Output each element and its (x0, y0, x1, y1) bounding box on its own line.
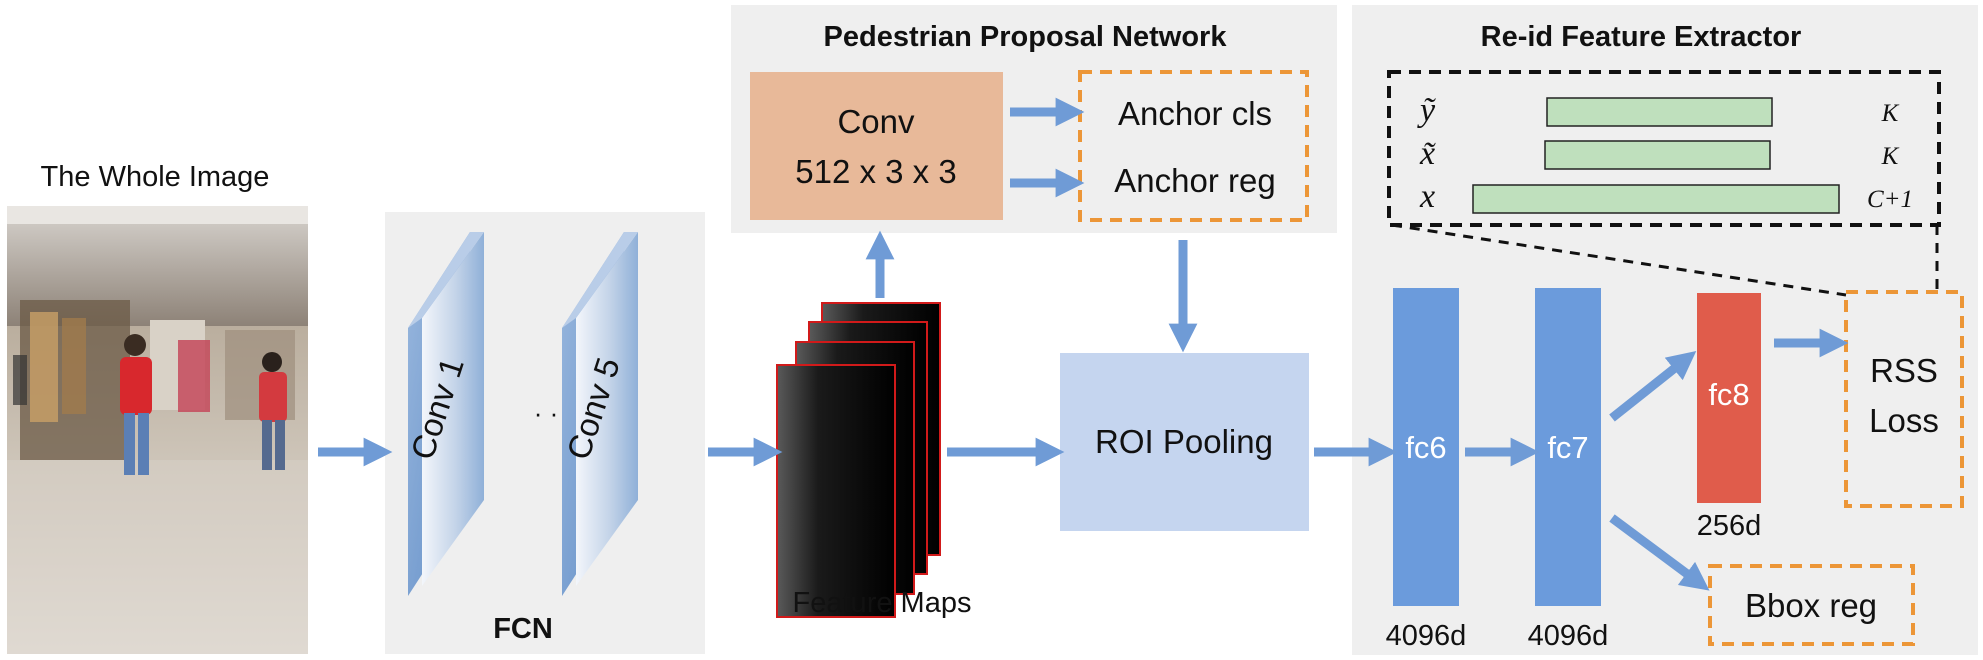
roi-pooling-box (1060, 353, 1309, 531)
feature-vectors-box (1387, 70, 1941, 227)
arrow-fc7-to-bbox (1609, 514, 1710, 591)
pedestrian-left (120, 334, 152, 475)
fc8-label: fc8 (1708, 377, 1749, 412)
reid-row-symbol-x-tilde: x̃ (1419, 135, 1436, 172)
reid-row-bar-x-tilde (1544, 140, 1771, 170)
feature-maps-label: Feature Maps (793, 587, 972, 619)
fcn-label: FCN (493, 613, 553, 645)
reid-row-dim-x-tilde: K (1881, 143, 1900, 170)
conv1-layer (408, 232, 484, 596)
bbox-reg-box (1708, 564, 1915, 646)
arrow-fc7-to-fc8 (1609, 351, 1697, 422)
reid-row-symbol-y-tilde: ỹ (1417, 92, 1436, 129)
rss-loss-box (1844, 290, 1964, 508)
reid-row-symbol-x: x (1419, 178, 1435, 215)
reid-row-dim-y-tilde: K (1881, 100, 1900, 127)
fc6-label: fc6 (1405, 430, 1446, 465)
reid-row-bar-x (1472, 184, 1840, 214)
input-image-caption: The Whole Image (41, 161, 270, 193)
anchor-cls-label: Anchor cls (1118, 95, 1272, 132)
fc6-layer (1393, 288, 1459, 606)
bbox-reg-label: Bbox reg (1745, 587, 1877, 624)
reid-row-bar-y-tilde (1546, 97, 1773, 127)
reid-row-dim-x: C+1 (1867, 186, 1913, 213)
rss-loss-line1: RSS (1870, 352, 1938, 389)
ppn-conv-box (750, 72, 1003, 220)
ppn-title: Pedestrian Proposal Network (824, 21, 1228, 53)
conv5-layer (562, 232, 638, 596)
roi-pooling-label: ROI Pooling (1095, 423, 1273, 460)
input-image (7, 206, 308, 654)
fc7-dim: 4096d (1528, 620, 1609, 652)
fc8-dim: 256d (1697, 510, 1762, 542)
anchor-reg-label: Anchor reg (1114, 162, 1275, 199)
fc6-dim: 4096d (1386, 620, 1467, 652)
fc7-layer (1535, 288, 1601, 606)
pedestrian-right (259, 352, 287, 470)
ppn-conv-line2: 512 x 3 x 3 (795, 153, 956, 190)
rss-loss-line2: Loss (1869, 402, 1939, 439)
fc8-layer (1697, 293, 1761, 503)
feature-maps-stack (776, 302, 941, 618)
connector-dashed-left (1391, 223, 1847, 297)
ppn-conv-line1: Conv (837, 103, 915, 140)
fc7-label: fc7 (1547, 430, 1588, 465)
anchor-dashed-box (1078, 70, 1309, 222)
reid-title: Re-id Feature Extractor (1481, 21, 1802, 53)
